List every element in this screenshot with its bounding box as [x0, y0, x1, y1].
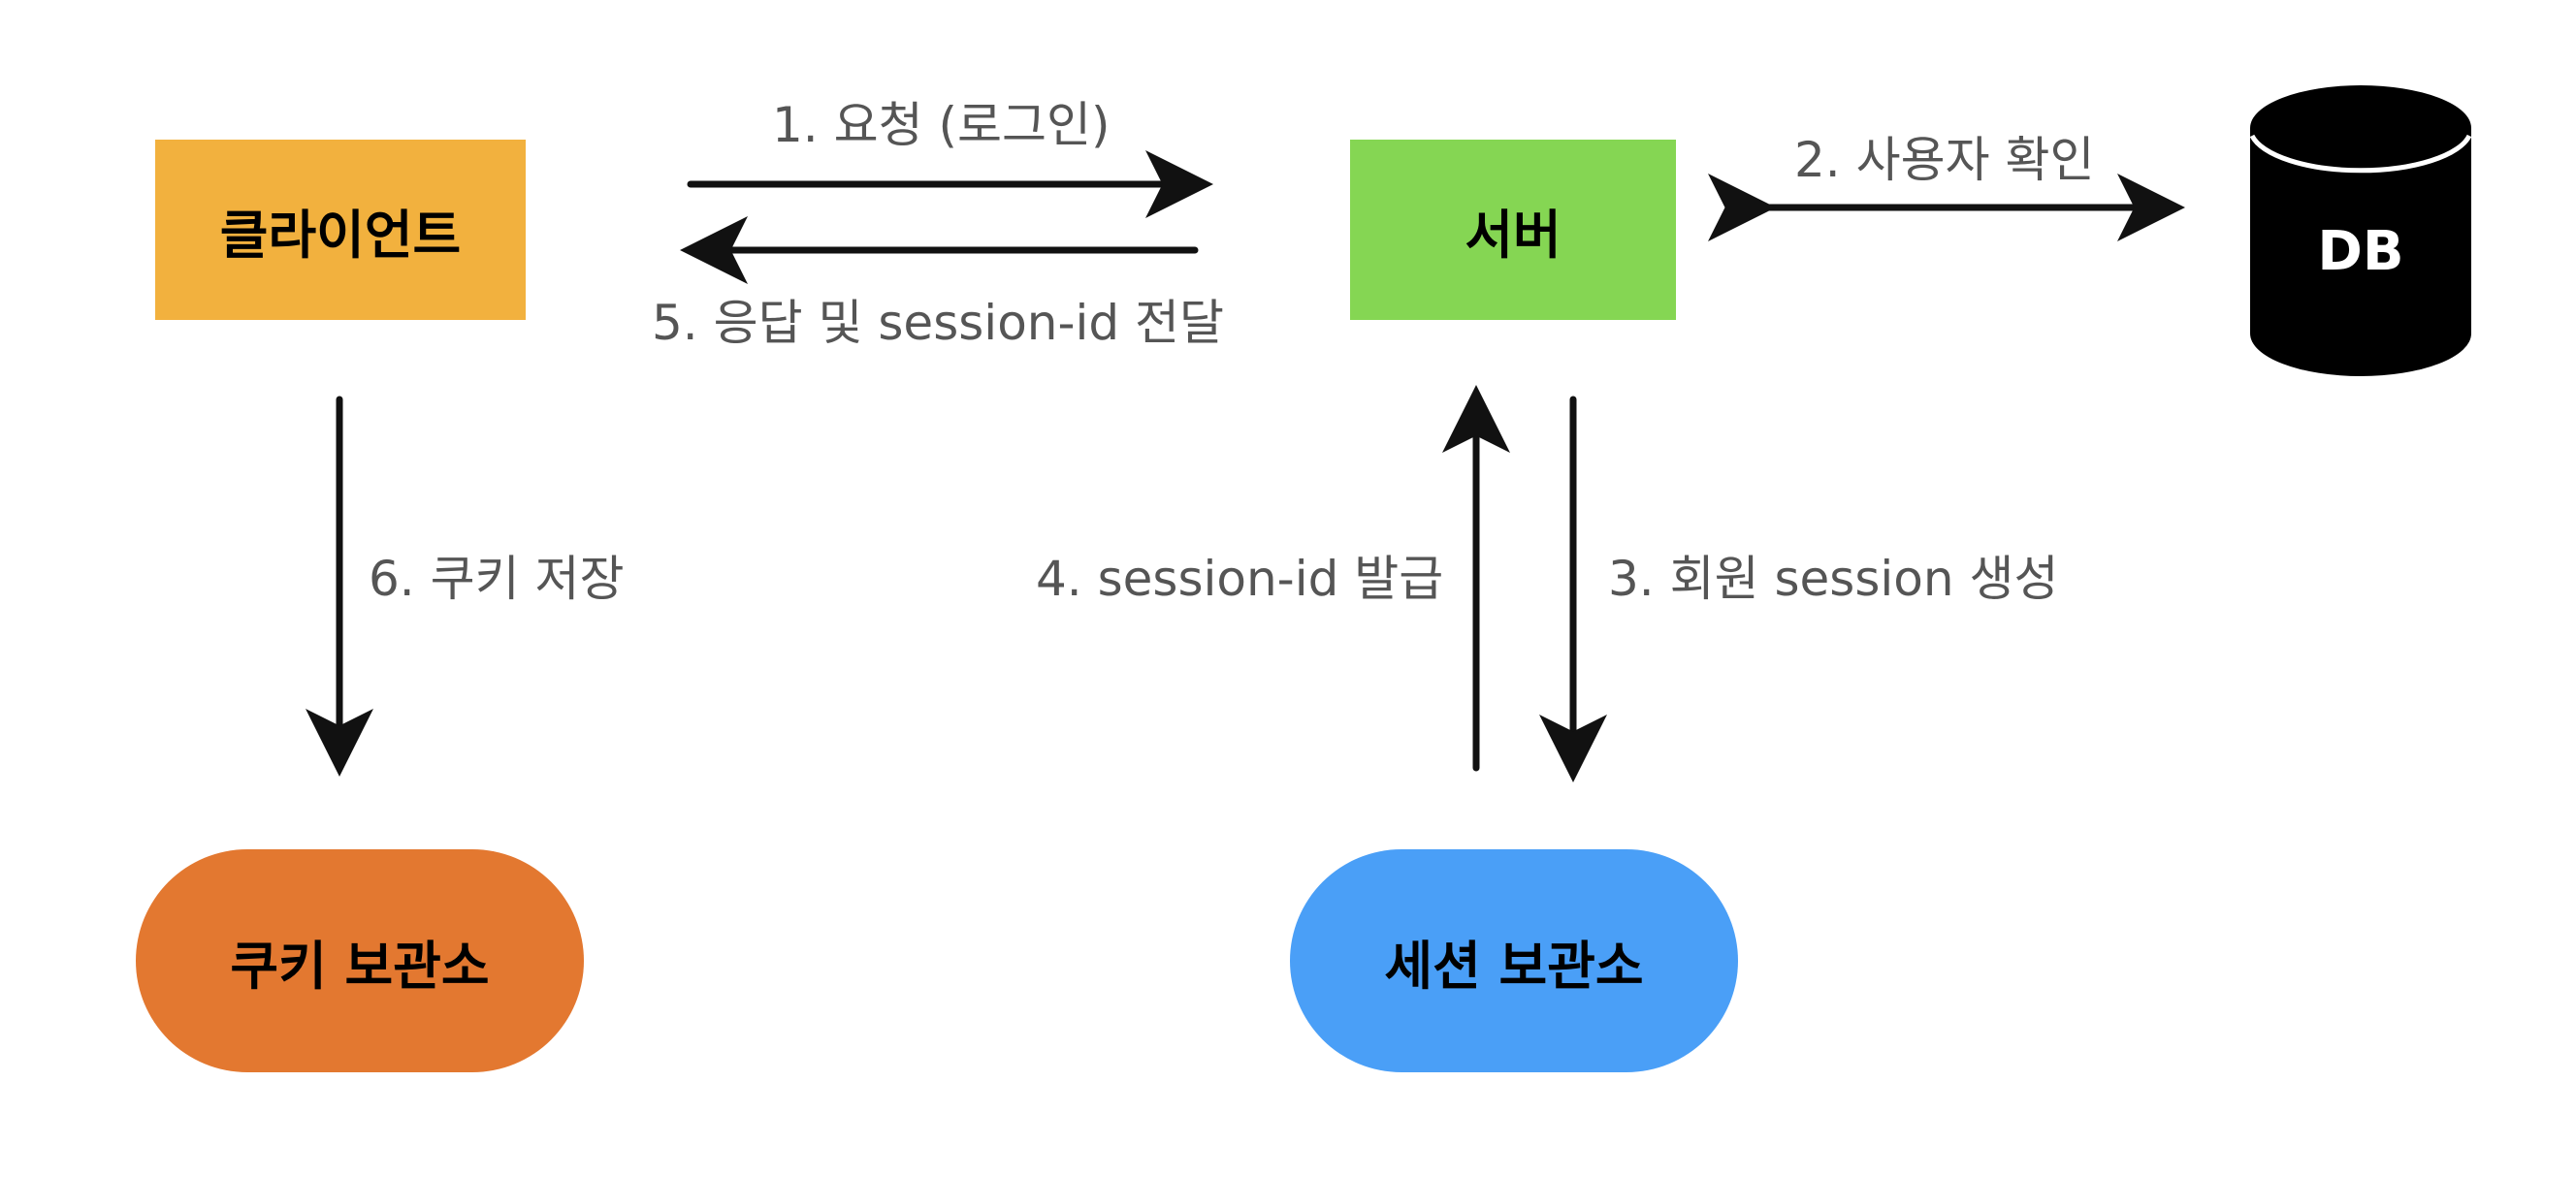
edge-label-issue-session-id: 4. session-id 발급 [1036, 551, 1444, 607]
edge-label-request: 1. 요청 (로그인) [772, 97, 1111, 153]
edge-label-response: 5. 응답 및 session-id 전달 [652, 295, 1225, 351]
db-label: DB [2317, 220, 2404, 283]
database-cylinder-icon [2249, 85, 2472, 376]
edge-label-user-check: 2. 사용자 확인 [1794, 132, 2095, 188]
session-store-label: 세션 보관소 [1384, 935, 1644, 997]
client-label: 클라이언트 [219, 204, 462, 266]
db-node: DB [2248, 80, 2473, 380]
server-label: 서버 [1465, 204, 1562, 266]
edge-label-create-session: 3. 회원 session 생성 [1608, 551, 2059, 607]
edge-label-save-cookie: 6. 쿠키 저장 [369, 551, 625, 607]
server-node: 서버 [1350, 140, 1676, 320]
client-node: 클라이언트 [155, 140, 526, 320]
cookie-store-node: 쿠키 보관소 [136, 849, 584, 1072]
cookie-store-label: 쿠키 보관소 [230, 935, 490, 997]
session-store-node: 세션 보관소 [1290, 849, 1738, 1072]
